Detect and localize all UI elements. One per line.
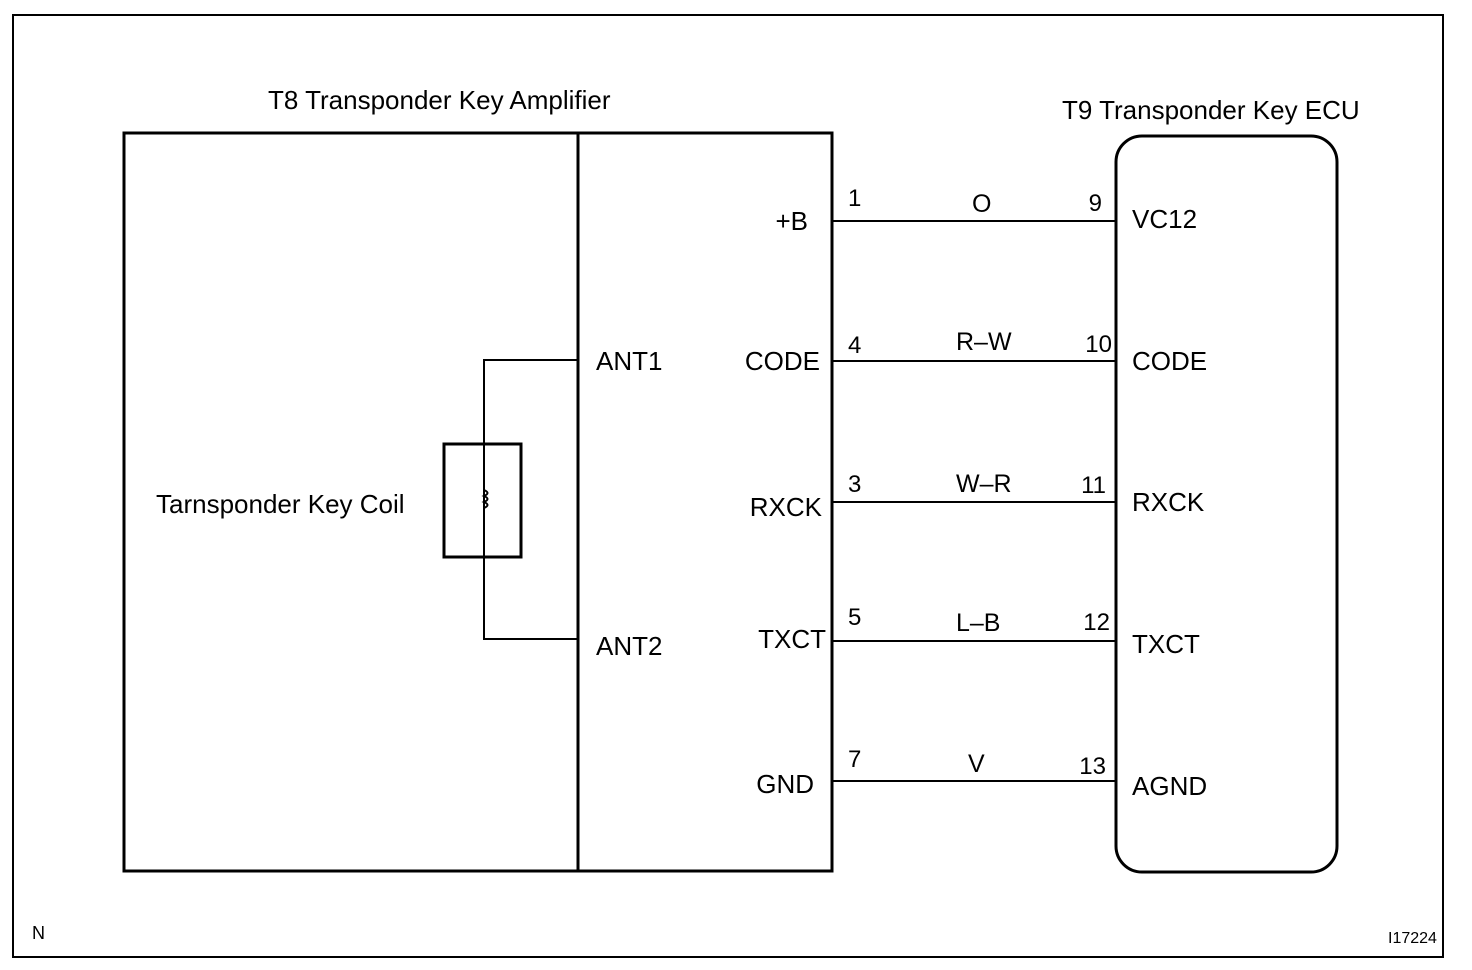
ecu-pin-3: 11: [1081, 472, 1106, 499]
ecu-terminal-3: RXCK: [1132, 487, 1205, 517]
amp-terminal-1: +B: [775, 206, 808, 236]
amp-pin-2: 4: [848, 332, 862, 359]
ant2-lead: [483, 557, 578, 640]
ecu-title: T9 Transponder Key ECU: [1062, 95, 1360, 125]
amp-terminal-2: CODE: [744, 346, 820, 376]
wire-color-3: W–R: [956, 470, 1012, 498]
wire-color-4: L–B: [956, 609, 1001, 637]
amp-terminal-4: TXCT: [758, 624, 826, 654]
coil-symbol: [481, 489, 489, 509]
amp-terminal-5: GND: [756, 769, 814, 799]
ecu-pin-4: 12: [1083, 609, 1110, 636]
amp-pin-5: 7: [848, 746, 862, 773]
diagram-frame: [12, 14, 1444, 958]
terminal-ant2: ANT2: [596, 631, 663, 661]
amplifier-title: T8 Transponder Key Amplifier: [268, 85, 611, 115]
ecu-pin-2: 10: [1085, 331, 1112, 358]
ecu-terminal-5: AGND: [1132, 771, 1208, 801]
ecu-terminal-4: TXCT: [1132, 629, 1200, 659]
amp-pin-1: 1: [848, 185, 862, 212]
coil-box: [442, 442, 523, 559]
wire-color-1: O: [972, 190, 992, 218]
ecu-pin-1: 9: [1088, 190, 1102, 217]
wire-color-2: R–W: [956, 328, 1012, 356]
coil-label: Tarnsponder Key Coil: [156, 489, 405, 519]
ant1-lead: [483, 359, 578, 445]
terminal-ant1: ANT1: [596, 346, 663, 376]
ecu-terminal-2: CODE: [1132, 346, 1208, 376]
figure-code: I17224: [1388, 930, 1437, 947]
amp-pin-4: 5: [848, 604, 862, 631]
ecu-box: [1114, 134, 1339, 874]
wire-color-5: V: [968, 750, 985, 778]
ecu-pin-5: 13: [1079, 753, 1106, 780]
amp-terminal-3: RXCK: [749, 492, 822, 522]
ecu-terminal-1: VC12: [1132, 204, 1198, 234]
corner-mark: N: [32, 923, 45, 943]
amp-pin-3: 3: [848, 471, 862, 498]
